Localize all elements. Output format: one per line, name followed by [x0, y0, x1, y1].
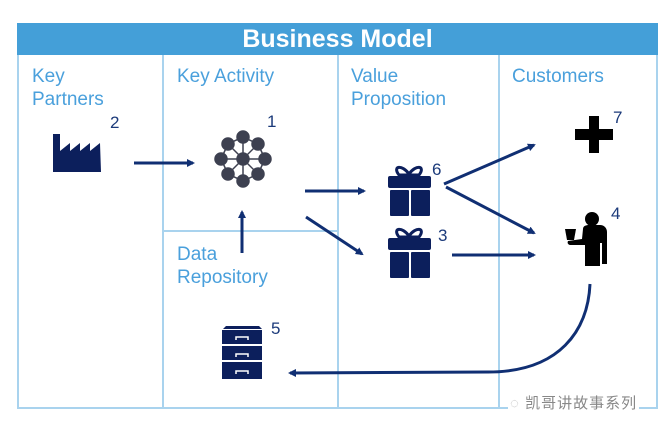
gift-icon-upper	[388, 165, 431, 216]
section-title-value-proposition: Value Proposition	[351, 66, 447, 110]
divider-col-2	[337, 55, 339, 409]
arrow-4-to-5	[288, 283, 592, 377]
arrow-1-to-3	[305, 215, 364, 256]
plus-icon	[575, 116, 613, 153]
person-icon	[565, 212, 607, 266]
node-number-4: 4	[611, 204, 621, 223]
node-number-7: 7	[613, 108, 623, 127]
section-title-data-repository: Data Repository	[177, 244, 268, 288]
divider-data-repository	[162, 230, 339, 232]
wechat-icon: ◌	[510, 395, 520, 412]
arrow-6-to-4	[445, 185, 536, 235]
watermark-text: 凯哥讲故事系列	[525, 395, 638, 412]
node-number-2: 2	[110, 113, 120, 132]
section-title-customers: Customers	[512, 66, 604, 87]
page-title: Business Model	[17, 23, 658, 55]
node-number-6: 6	[432, 160, 442, 179]
frame-left-border	[17, 55, 19, 409]
node-number-5: 5	[271, 319, 281, 338]
network-icon	[214, 130, 272, 188]
file-cabinet-icon	[222, 326, 262, 379]
watermark: ◌ 凯哥讲故事系列	[508, 392, 640, 413]
divider-col-3	[498, 55, 500, 409]
business-model-canvas: Business Model	[17, 23, 658, 409]
node-number-1: 1	[267, 112, 277, 131]
factory-icon	[53, 134, 101, 172]
gift-icon-lower	[388, 227, 431, 278]
section-title-key-activity: Key Activity	[177, 66, 275, 87]
divider-col-1	[162, 55, 164, 409]
arrow-6-to-7	[443, 143, 536, 186]
node-number-3: 3	[438, 226, 448, 245]
frame-right-border	[656, 55, 658, 409]
section-title-key-partners: Key Partners	[32, 66, 104, 110]
